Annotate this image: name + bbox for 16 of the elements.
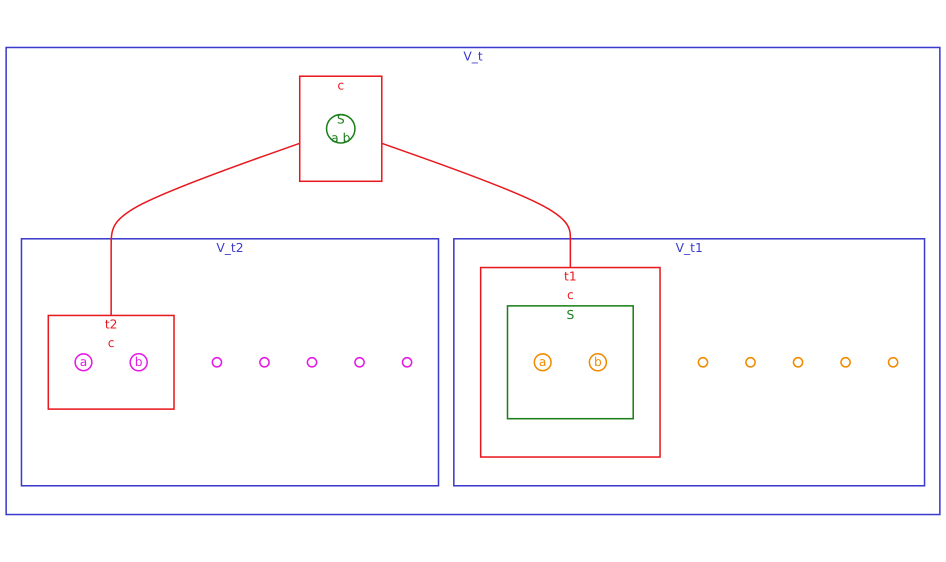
connector	[110, 142, 300, 316]
node-circle: b	[129, 353, 148, 372]
node-circle	[306, 356, 318, 368]
node-circle	[212, 356, 222, 368]
node-circle	[354, 356, 365, 368]
node-circle	[402, 356, 412, 368]
node-circle	[745, 356, 756, 368]
connector	[382, 142, 572, 268]
node-circle	[698, 356, 708, 368]
node-circle	[259, 356, 270, 368]
node-circle	[888, 356, 898, 368]
node-circle	[792, 356, 804, 368]
node-circle	[840, 356, 851, 368]
node-circle: a	[74, 353, 93, 372]
node-circle: b	[588, 353, 608, 372]
node-circle: a	[534, 353, 552, 372]
